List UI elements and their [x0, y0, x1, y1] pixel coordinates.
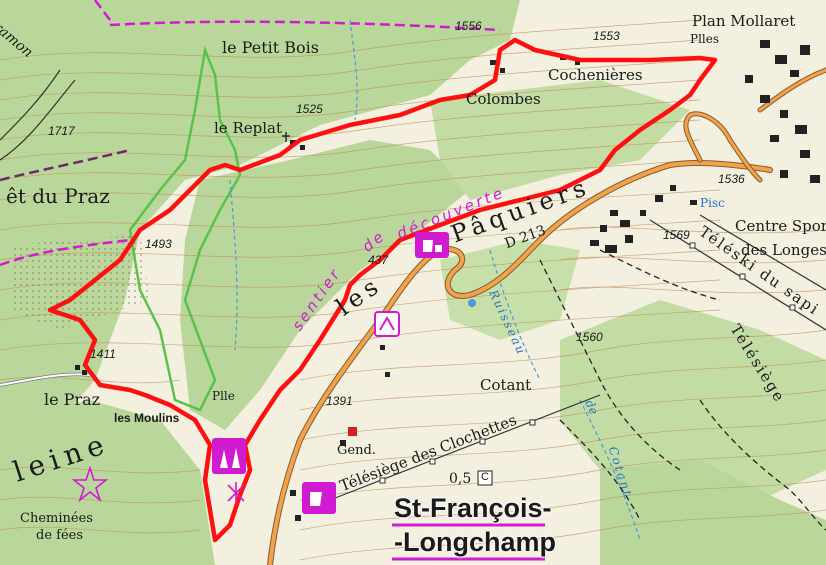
admin-boundaries-dark — [0, 148, 131, 182]
forest-southeast — [600, 460, 826, 565]
nature-zone-boundary — [128, 45, 242, 412]
poi-star-icon — [71, 465, 109, 503]
poi-blue-dot — [468, 299, 476, 307]
chairlift-icon — [415, 232, 449, 258]
place-colombes: Colombes — [466, 90, 541, 108]
scale-badge: C — [481, 471, 489, 483]
place-le-petit-bois: le Petit Bois — [222, 38, 319, 57]
place-cochenieres: Cochenières — [548, 66, 643, 84]
elevation-1717: 1717 — [48, 124, 75, 138]
elevation-1560: 1560 — [576, 330, 603, 344]
scree-area — [10, 235, 150, 330]
snowflake-icon — [227, 482, 245, 504]
town-underline — [392, 523, 545, 561]
cliff-lines — [0, 69, 76, 161]
place-le-praz: le Praz — [44, 390, 101, 409]
place-plles: Plles — [690, 32, 720, 46]
town-line-2: -Longchamp — [394, 527, 556, 557]
elevation-1391: 1391 — [326, 394, 353, 408]
minor-roads-fill — [0, 373, 91, 386]
place-les-moulins: les Moulins — [114, 411, 180, 425]
admin-boundaries — [0, 0, 501, 267]
church-icon — [282, 132, 290, 142]
lift-pylons — [379, 242, 796, 484]
place-foret-du-praz: êt du Praz — [6, 184, 110, 208]
place-gend: Gend. — [337, 443, 376, 458]
forest-southwest — [0, 400, 215, 565]
place-cotant: Cotant — [480, 376, 532, 394]
place-centre-sportif: Centre Spor — [735, 217, 826, 235]
place-le-replat: le Replat — [214, 119, 282, 137]
roads — [267, 67, 826, 565]
forest-midright — [440, 240, 580, 340]
tracks — [539, 249, 826, 531]
forest-center — [180, 140, 470, 430]
hiking-route[interactable] — [47, 37, 718, 543]
gendarmerie-building — [348, 427, 357, 436]
forest-north — [430, 80, 690, 200]
elevation-437: 437 — [368, 253, 389, 267]
buildings — [75, 40, 820, 521]
streams — [229, 19, 641, 541]
place-plle: Plle — [212, 389, 235, 403]
elevation-1525: 1525 — [296, 102, 323, 116]
ski-lifts — [329, 214, 826, 501]
elevation-1536: 1536 — [718, 172, 745, 186]
place-cheminees: Cheminées — [20, 511, 93, 526]
elevation-1493: 1493 — [145, 237, 172, 251]
elevation-1569: 1569 — [663, 228, 690, 242]
place-de-fees: de fées — [36, 528, 84, 543]
road-piscine: Pisc — [700, 196, 725, 210]
town-line-1: St-François- — [394, 493, 552, 523]
scale-box — [477, 470, 493, 486]
picnic-tree-icon — [212, 438, 246, 474]
forest-west — [0, 0, 520, 440]
elevation-1411: 1411 — [90, 347, 116, 361]
place-des-longes: des Longes — [741, 241, 826, 259]
elevation-1553: 1553 — [593, 29, 620, 43]
forest-east — [560, 300, 826, 520]
chairlift-icon-lower — [302, 482, 336, 514]
scale-value: 0,5 — [449, 471, 472, 487]
ski-lift-icon — [374, 311, 400, 337]
elevation-1556: 1556 — [455, 19, 482, 33]
place-plan-mollaret: Plan Mollaret — [692, 12, 796, 30]
